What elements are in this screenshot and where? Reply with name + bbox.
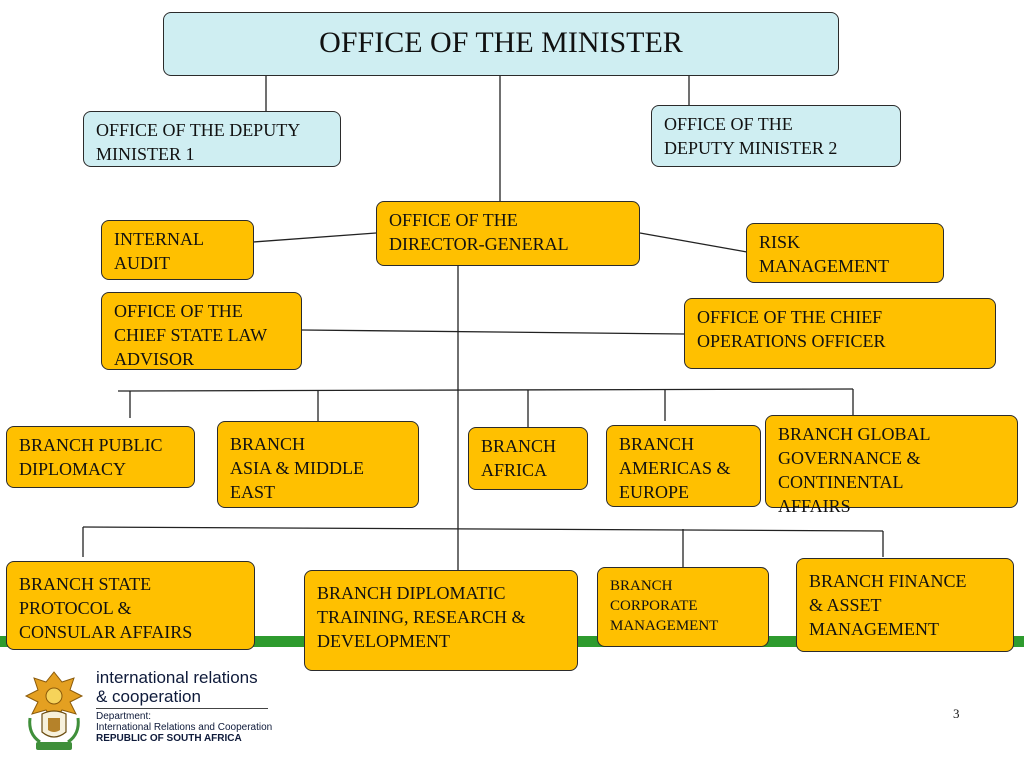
branch-finance-asset-box: BRANCH FINANCE & ASSET MANAGEMENT — [796, 558, 1014, 652]
branch-state-protocol-box: BRANCH STATE PROTOCOL & CONSULAR AFFAIRS — [6, 561, 255, 650]
branch-global-governance-box: BRANCH GLOBAL GOVERNANCE & CONTINENTAL A… — [765, 415, 1018, 516]
risk-management-box: RISK MANAGEMENT — [746, 223, 944, 283]
logo-divider — [96, 708, 268, 709]
node-label: OFFICE OF THE CHIEF STATE LAW ADVISOR — [114, 301, 268, 369]
node-label: OFFICE OF THE MINISTER — [319, 26, 683, 59]
node-label: INTERNAL AUDIT — [114, 229, 204, 273]
deputy-minister-2-box: OFFICE OF THE DEPUTY MINISTER 2 — [651, 105, 901, 167]
country-name: REPUBLIC OF SOUTH AFRICA — [96, 733, 242, 744]
node-label: BRANCH DIPLOMATIC TRAINING, RESEARCH & D… — [317, 583, 526, 651]
connector — [252, 232, 377, 243]
node-label: OFFICE OF THE DEPUTY MINISTER 1 — [96, 120, 301, 164]
branch-asia-middle-east-box: BRANCH ASIA & MIDDLE EAST — [217, 421, 419, 508]
node-label: BRANCH FINANCE & ASSET MANAGEMENT — [809, 571, 967, 639]
node-label: BRANCH AFRICA — [481, 436, 557, 480]
office-of-the-minister-box: OFFICE OF THE MINISTER — [163, 12, 839, 76]
node-label: BRANCH ASIA & MIDDLE EAST — [230, 434, 364, 502]
connector — [82, 526, 884, 532]
deputy-minister-1-box: OFFICE OF THE DEPUTY MINISTER 1 — [83, 111, 341, 167]
node-label: BRANCH GLOBAL GOVERNANCE & CONTINENTAL A… — [778, 424, 931, 516]
connector — [301, 329, 686, 335]
connector — [117, 388, 854, 392]
node-label: BRANCH CORPORATE MANAGEMENT — [610, 578, 719, 634]
node-label: OFFICE OF THE DIRECTOR-GENERAL — [389, 210, 569, 254]
node-label: BRANCH PUBLIC DIPLOMACY — [19, 435, 163, 479]
page-number: 3 — [953, 706, 960, 721]
chief-state-law-advisor-box: OFFICE OF THE CHIEF STATE LAW ADVISOR — [101, 292, 302, 370]
chief-operations-officer-box: OFFICE OF THE CHIEF OPERATIONS OFFICER — [684, 298, 996, 369]
brand-line-1: international relations — [96, 668, 258, 687]
branch-corporate-management-box: BRANCH CORPORATE MANAGEMENT — [597, 567, 769, 647]
department-label: Department: — [96, 711, 152, 722]
internal-audit-box: INTERNAL AUDIT — [101, 220, 254, 280]
branch-public-diplomacy-box: BRANCH PUBLIC DIPLOMACY — [6, 426, 195, 488]
department-name: International Relations and Cooperation — [96, 722, 273, 733]
director-general-box: OFFICE OF THE DIRECTOR-GENERAL — [376, 201, 640, 266]
branch-africa-box: BRANCH AFRICA — [468, 427, 588, 490]
node-label: BRANCH STATE PROTOCOL & CONSULAR AFFAIRS — [19, 574, 193, 642]
node-label: OFFICE OF THE DEPUTY MINISTER 2 — [664, 114, 838, 158]
node-label: BRANCH AMERICAS & EUROPE — [619, 434, 731, 502]
brand-line-2: & cooperation — [96, 687, 201, 706]
branch-diplomatic-training-box: BRANCH DIPLOMATIC TRAINING, RESEARCH & D… — [304, 570, 578, 671]
coat-of-arms-icon — [24, 671, 84, 750]
node-label: OFFICE OF THE CHIEF OPERATIONS OFFICER — [697, 307, 886, 351]
connector — [639, 232, 748, 253]
node-label: RISK MANAGEMENT — [759, 232, 889, 276]
branch-americas-europe-box: BRANCH AMERICAS & EUROPE — [606, 425, 761, 507]
